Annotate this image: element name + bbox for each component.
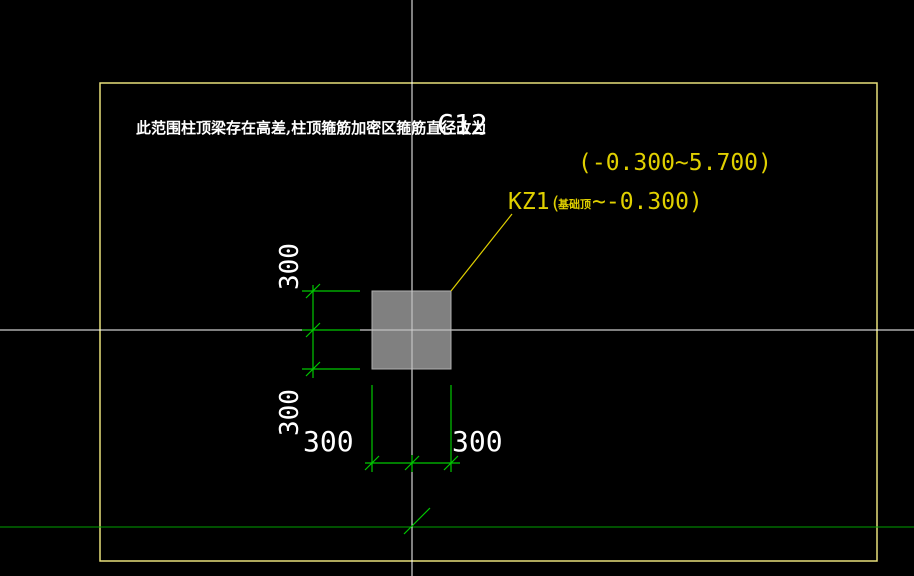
column-label-paren: ( bbox=[550, 193, 561, 214]
dim-left-upper: 300 bbox=[275, 243, 305, 290]
dim-bottom-right: 300 bbox=[452, 425, 503, 458]
leader-line bbox=[450, 213, 513, 292]
column-label-tail: ~-0.300) bbox=[592, 189, 703, 215]
dim-bottom-left: 300 bbox=[303, 425, 354, 458]
left-dimension-chain bbox=[302, 283, 360, 378]
note-text-chinese: 此范围柱顶梁存在高差,柱顶箍筋加密区箍筋直径改为 bbox=[136, 119, 486, 137]
note-text-rebar: C12 bbox=[437, 108, 488, 141]
dim-left-lower: 300 bbox=[275, 389, 305, 436]
column-label-small: 基础顶 bbox=[557, 197, 591, 211]
column-id-label: KZ1 bbox=[508, 189, 550, 215]
column-elevation-label: (-0.300~5.700) bbox=[578, 150, 772, 176]
bottom-dimension-chain bbox=[364, 385, 460, 535]
range-boundary-rect bbox=[99, 82, 878, 562]
